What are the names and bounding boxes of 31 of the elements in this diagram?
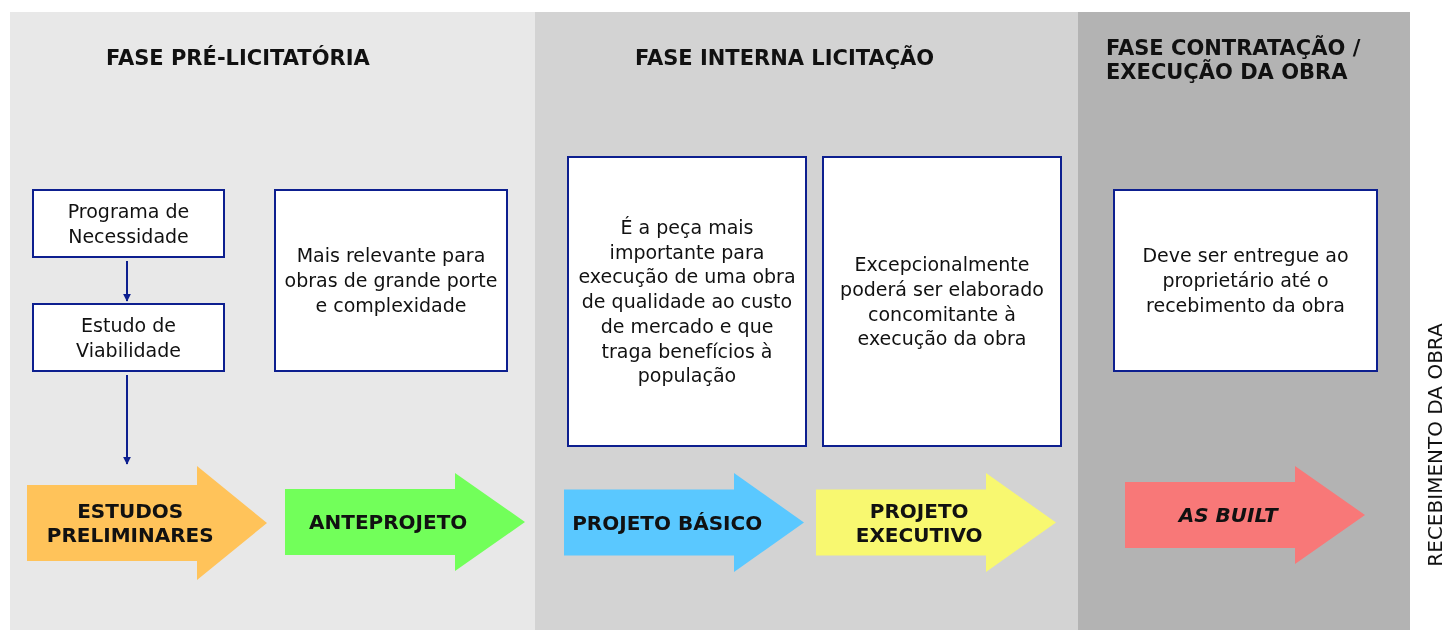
- phase-band: [1078, 12, 1410, 630]
- arrow: [123, 260, 131, 302]
- box-text: Mais relevante para obras de grande porte e complexidade: [283, 243, 499, 318]
- text-box: [32, 303, 225, 372]
- box-text: É a peça mais importante para execução de uma obra de qualidade ao custo de mercado e que traga benefícios à população: [577, 215, 797, 388]
- step-banner: [27, 466, 267, 580]
- step-label: PROJETO EXECUTIVO: [854, 498, 984, 547]
- step-label: ESTUDOS PRELIMINARES: [45, 499, 215, 547]
- text-box: [822, 156, 1062, 447]
- box-text: Deve ser entregue ao proprietário até o recebimento da obra: [1141, 243, 1350, 318]
- phase-heading: FASE CONTRATAÇÃO / EXECUÇÃO DA OBRA: [1106, 36, 1362, 84]
- step-banner: [285, 473, 525, 571]
- text-box: [32, 189, 225, 258]
- phase-heading: FASE PRÉ-LICITATÓRIA: [106, 46, 371, 70]
- text-box: [274, 189, 508, 372]
- arrow: [123, 374, 131, 465]
- box-text: Programa de Necessidade: [66, 198, 191, 249]
- phase-band: [535, 12, 1078, 630]
- vertical-label: RECEBIMENTO DA OBRA: [1423, 323, 1447, 567]
- step-banner: [816, 473, 1056, 572]
- step-label: AS BUILT: [1178, 503, 1278, 527]
- step-banner: [1125, 466, 1365, 564]
- text-box: [567, 156, 807, 447]
- box-text: Estudo de Viabilidade: [75, 312, 182, 363]
- step-label: ANTEPROJETO: [309, 510, 468, 534]
- phase-band: [10, 12, 535, 630]
- step-banner: [564, 473, 804, 572]
- box-text: Excepcionalmente poderá ser elaborado concomitante à execução da obra: [839, 252, 1045, 351]
- phase-heading: FASE INTERNA LICITAÇÃO: [635, 46, 936, 70]
- step-label: PROJETO BÁSICO: [572, 510, 763, 535]
- text-box: [1113, 189, 1378, 372]
